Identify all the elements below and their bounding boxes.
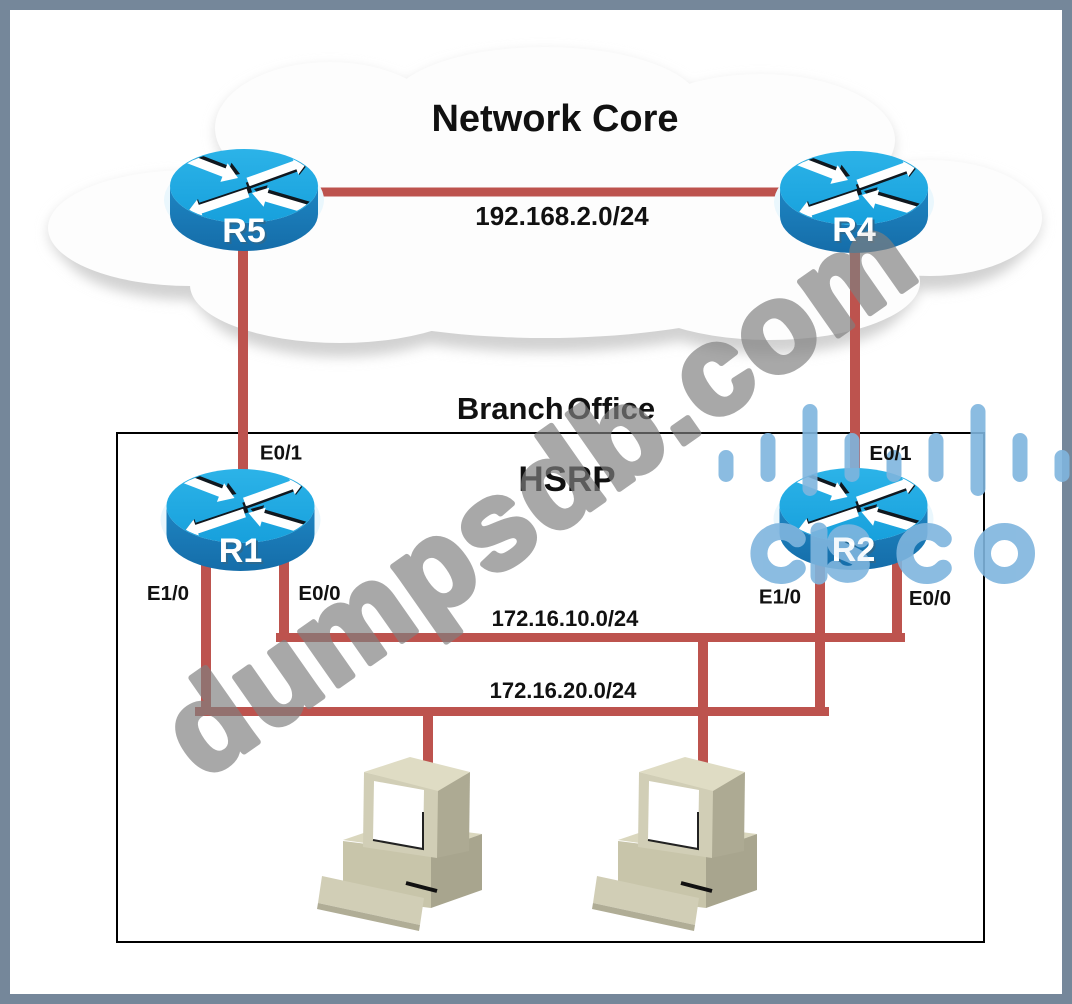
svg-text:172.16.10.0/24: 172.16.10.0/24 [492,606,640,631]
svg-text:R4: R4 [832,211,876,249]
svg-text:R4: R4 [832,211,876,249]
svg-text:R5: R5 [224,214,267,252]
svg-text:172.16.20.0/24: 172.16.20.0/24 [490,678,638,703]
svg-text:HSRP: HSRP [518,460,615,499]
svg-text:Network Core: Network Core [431,98,678,140]
svg-text:R1: R1 [219,532,262,570]
svg-text:E0/1: E0/1 [869,442,911,465]
svg-text:E0/0: E0/0 [298,582,340,605]
svg-text:R2: R2 [832,531,875,569]
svg-text:E1/0: E1/0 [147,582,189,605]
svg-text:R4: R4 [834,213,878,251]
svg-text:E1/0: E1/0 [759,586,801,609]
svg-text:R5: R5 [222,212,265,250]
svg-text:Branch Office: Branch Office [457,391,655,426]
svg-text:E0/1: E0/1 [260,442,302,465]
svg-text:R1: R1 [221,534,264,572]
svg-text:E0/0: E0/0 [909,587,951,610]
svg-text:192.168.2.0/24: 192.168.2.0/24 [475,201,649,231]
